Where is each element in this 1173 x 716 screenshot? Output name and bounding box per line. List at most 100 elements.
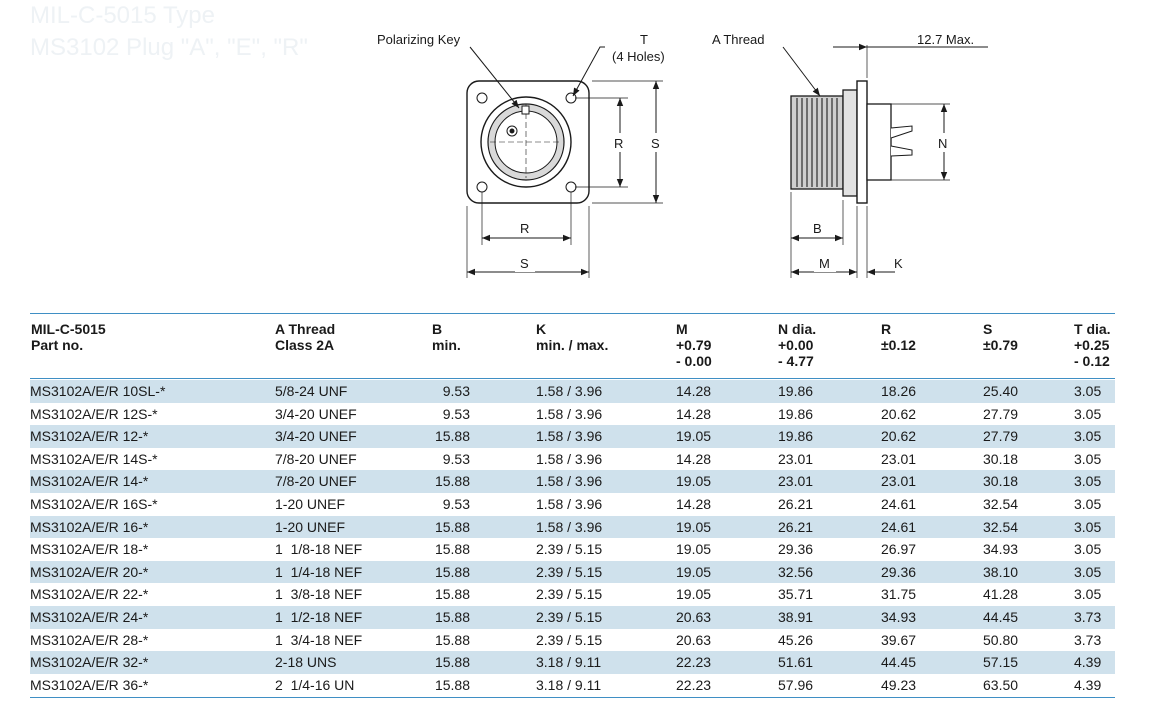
cell-m: 19.05 — [676, 473, 712, 490]
cell-a-thread: 1 3/8-18 NEF — [275, 586, 363, 603]
cell-part-no: MS3102A/E/R 36-* — [30, 676, 149, 693]
cell-r: 24.61 — [881, 495, 917, 512]
cell-m: 22.23 — [676, 654, 712, 671]
cell-s: 30.18 — [983, 473, 1019, 490]
cell-a-thread: 1-20 UNEF — [275, 495, 346, 512]
cell-r: 18.26 — [881, 383, 917, 399]
cell-s: 38.10 — [983, 563, 1019, 580]
cell-a-thread: 3/4-20 UNEF — [275, 405, 357, 422]
cell-m: 14.28 — [676, 383, 712, 399]
polarizing-key-notch — [521, 105, 530, 115]
cell-m: 14.28 — [676, 405, 712, 422]
cell-part-no: MS3102A/E/R 18-* — [30, 541, 149, 558]
r-horizontal-label: R — [520, 221, 529, 236]
cell-r: 34.93 — [881, 608, 917, 625]
cell-t-dia: 4.39 — [1074, 654, 1102, 671]
cell-s: 27.79 — [983, 428, 1019, 445]
cell-part-no: MS3102A/E/R 22-* — [30, 586, 149, 603]
cell-r: 23.01 — [881, 473, 917, 490]
cell-t-dia: 3.05 — [1074, 495, 1102, 512]
cell-r: 26.97 — [881, 541, 917, 558]
cell-r: 20.62 — [881, 405, 917, 422]
cell-b: 15.88 — [434, 428, 470, 445]
header-r: R±0.12 — [881, 321, 916, 353]
cell-b: 15.88 — [434, 541, 470, 558]
cell-part-no: MS3102A/E/R 10SL-* — [30, 383, 166, 399]
cell-r: 31.75 — [881, 586, 917, 603]
cell-n-dia: 19.86 — [778, 405, 814, 422]
cell-b: 15.88 — [434, 608, 470, 625]
cell-s: 32.54 — [983, 495, 1019, 512]
cell-part-no: MS3102A/E/R 20-* — [30, 563, 149, 580]
cell-part-no: MS3102A/E/R 24-* — [30, 608, 149, 625]
cell-s: 27.79 — [983, 405, 1019, 422]
cell-r: 39.67 — [881, 631, 917, 648]
cell-k: 2.39 / 5.15 — [536, 608, 603, 625]
cell-k: 2.39 / 5.15 — [536, 541, 603, 558]
table-bottom-rule — [30, 697, 1115, 698]
cell-k: 1.58 / 3.96 — [536, 518, 603, 535]
cell-r: 20.62 — [881, 428, 917, 445]
a-thread-label: A Thread — [712, 32, 765, 47]
cell-k: 1.58 / 3.96 — [536, 428, 603, 445]
title-line-2: MS3102 Plug "A", "E", "R" — [30, 34, 308, 61]
cell-b: 15.88 — [434, 518, 470, 535]
cell-n-dia: 38.91 — [778, 608, 814, 625]
cell-s: 63.50 — [983, 676, 1019, 693]
cell-s: 32.54 — [983, 518, 1019, 535]
cell-b: 15.88 — [434, 586, 470, 603]
cell-t-dia: 3.05 — [1074, 518, 1102, 535]
header-bottom-rule — [30, 378, 1115, 379]
solder-cup-upper — [890, 125, 913, 139]
cell-s: 34.93 — [983, 541, 1019, 558]
cell-t-dia: 3.05 — [1074, 428, 1102, 445]
cell-a-thread: 1 3/4-18 NEF — [275, 631, 363, 648]
cell-a-thread: 7/8-20 UNEF — [275, 450, 357, 467]
faded-title: MIL-C-5015 Type MS3102 Plug "A", "E", "R… — [30, 0, 308, 66]
cell-m: 19.05 — [676, 541, 712, 558]
cell-n-dia: 26.21 — [778, 518, 814, 535]
cell-part-no: MS3102A/E/R 14S-* — [30, 450, 158, 467]
cell-b: 15.88 — [434, 473, 470, 490]
r-vertical-label: R — [614, 136, 623, 151]
cell-part-no: MS3102A/E/R 32-* — [30, 654, 149, 671]
solder-cup-lower — [890, 145, 913, 157]
header-s: S±0.79 — [983, 321, 1018, 353]
cell-b: 15.88 — [434, 654, 470, 671]
cell-a-thread: 5/8-24 UNF — [275, 383, 348, 399]
cell-t-dia: 3.05 — [1074, 450, 1102, 467]
cell-r: 29.36 — [881, 563, 917, 580]
polarizing-key-label: Polarizing Key — [377, 32, 461, 47]
cell-a-thread: 1-20 UNEF — [275, 518, 346, 535]
cell-part-no: MS3102A/E/R 14-* — [30, 473, 149, 490]
shell-outer — [480, 96, 572, 188]
side-view — [782, 43, 988, 278]
cell-t-dia: 3.05 — [1074, 473, 1102, 490]
cell-a-thread: 2-18 UNS — [275, 654, 337, 671]
header-m: M+0.79- 0.00 — [676, 321, 712, 369]
cell-s: 57.15 — [983, 654, 1019, 671]
cell-m: 22.23 — [676, 676, 712, 693]
cell-n-dia: 19.86 — [778, 383, 814, 399]
cell-k: 1.58 / 3.96 — [536, 383, 603, 399]
cell-n-dia: 57.96 — [778, 676, 814, 693]
n-label: N — [938, 136, 947, 151]
cell-a-thread: 1 1/8-18 NEF — [275, 541, 363, 558]
cell-n-dia: 35.71 — [778, 586, 814, 603]
cell-t-dia: 4.39 — [1074, 676, 1102, 693]
cell-k: 3.18 / 9.11 — [536, 676, 602, 693]
